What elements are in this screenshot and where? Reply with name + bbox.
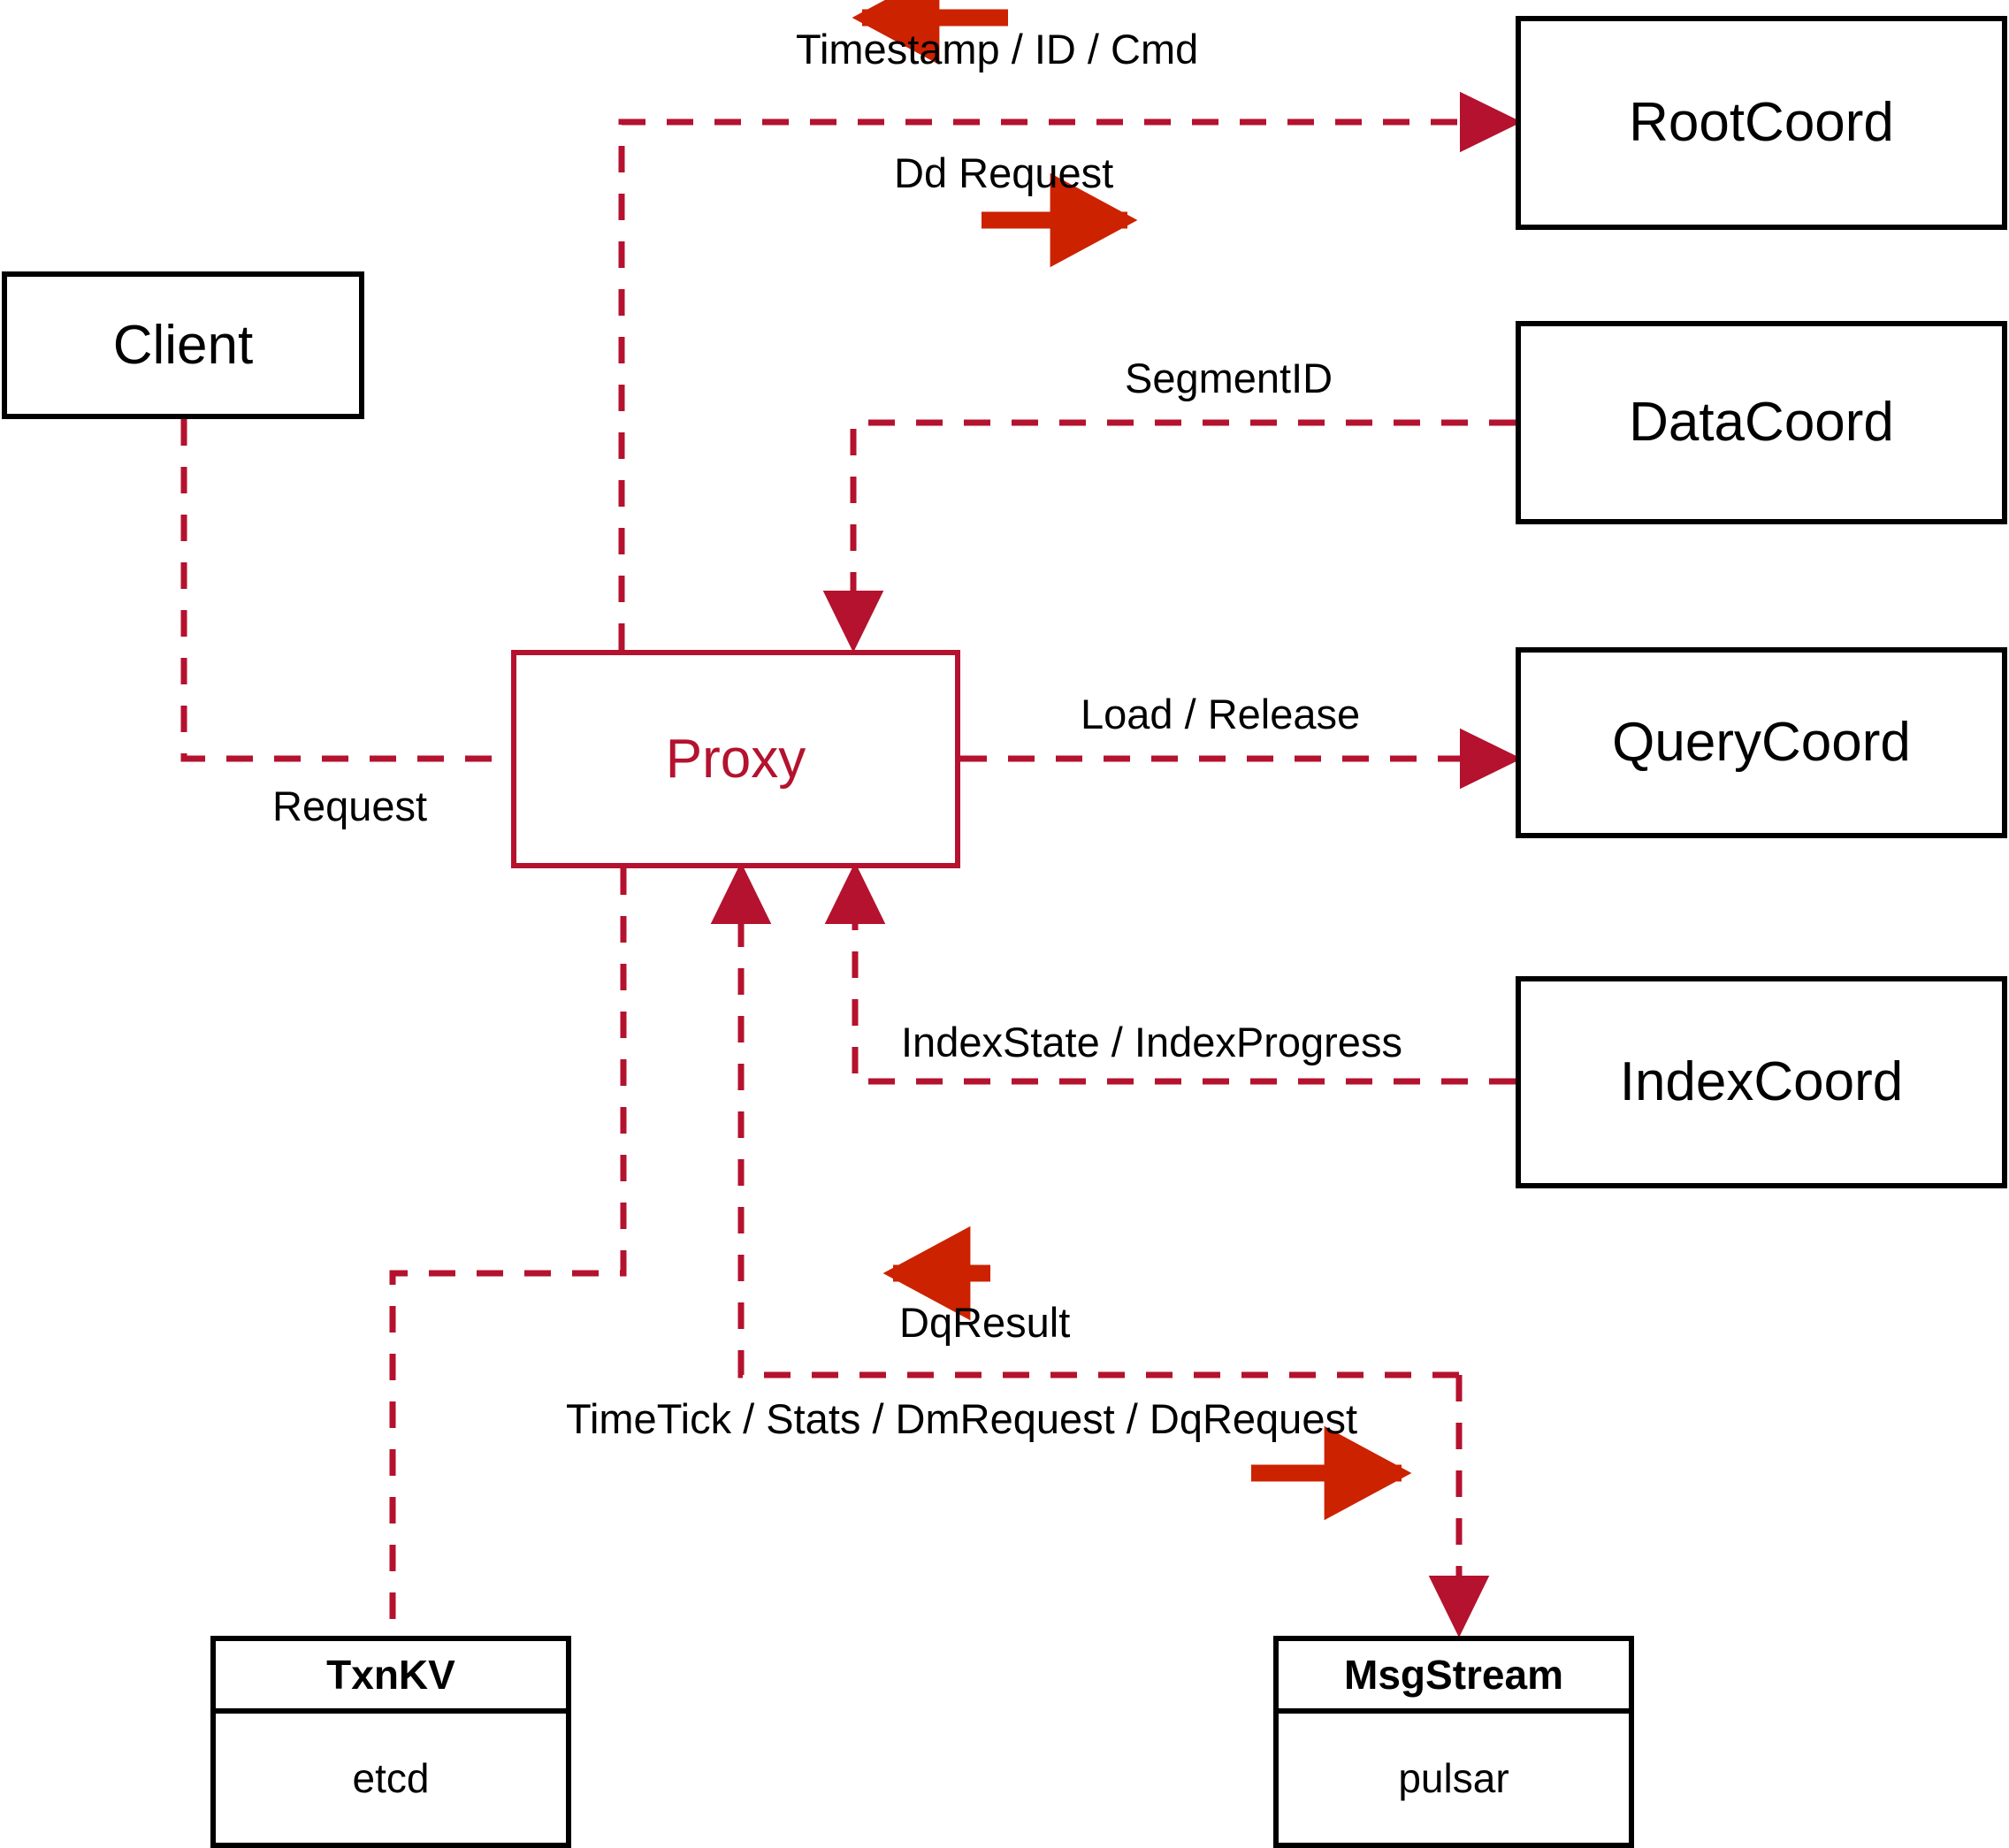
node-datacoord[interactable]: DataCoord — [1516, 321, 2007, 524]
edge-datacoord-proxy — [822, 419, 1516, 653]
node-client-label: Client — [112, 314, 254, 376]
node-datacoord-label: DataCoord — [1629, 392, 1894, 453]
edge-label-timestamp-id-cmd: Timestamp / ID / Cmd — [796, 26, 1199, 73]
edge-label-load-release: Load / Release — [1081, 691, 1361, 737]
node-proxy-label: Proxy — [665, 728, 806, 790]
edge-label-timetick-stats: TimeTick / Stats / DmRequest / DqRequest — [566, 1395, 1358, 1442]
edge-label-dd-request: Dd Request — [894, 149, 1114, 196]
annotation-arrows — [852, 0, 1412, 1521]
node-querycoord-label: QueryCoord — [1612, 712, 1911, 773]
edge-proxy-rootcoord — [618, 91, 1522, 650]
node-indexcoord-label: IndexCoord — [1619, 1051, 1904, 1112]
edge-label-request: Request — [272, 783, 428, 829]
node-proxy[interactable]: Proxy — [511, 650, 960, 868]
node-client[interactable]: Client — [2, 271, 364, 419]
node-msgstream[interactable]: MsgStream pulsar — [1273, 1636, 1634, 1848]
node-indexcoord[interactable]: IndexCoord — [1516, 976, 2007, 1188]
edge-label-index-state-progress: IndexState / IndexProgress — [901, 1019, 1402, 1065]
node-txnkv-header: TxnKV — [216, 1641, 566, 1714]
node-rootcoord-label: RootCoord — [1629, 92, 1894, 153]
node-txnkv[interactable]: TxnKV etcd — [210, 1636, 571, 1848]
dashed-edges — [180, 91, 1522, 1638]
node-rootcoord[interactable]: RootCoord — [1516, 16, 2007, 230]
edge-msgstream-proxy — [710, 862, 1459, 1378]
edge-label-segment-id: SegmentID — [1125, 355, 1333, 401]
node-msgstream-header: MsgStream — [1279, 1641, 1629, 1714]
edge-client-proxy — [180, 419, 960, 790]
node-txnkv-body: etcd — [352, 1755, 430, 1801]
node-msgstream-body: pulsar — [1398, 1755, 1509, 1801]
node-querycoord[interactable]: QueryCoord — [1516, 647, 2007, 838]
edge-proxy-txnkv — [389, 868, 627, 1636]
edge-label-dq-result: DqResult — [899, 1299, 1071, 1346]
